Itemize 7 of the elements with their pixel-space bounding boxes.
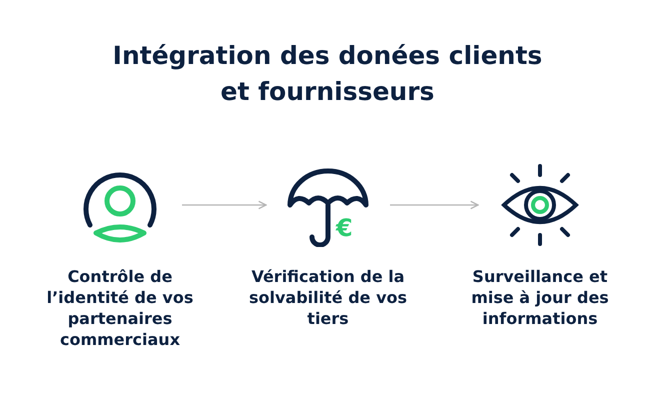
arrow (390, 200, 479, 210)
caption-text: Surveillance et mise à jour des informations (470, 266, 610, 329)
caption-text: Contrôle de l’identité de vos partenaires commerciaux (46, 266, 194, 350)
arrow (182, 200, 267, 210)
currency-sign: € (336, 215, 353, 241)
caption-text: Vérification de la solvabilité de vos tiers (248, 266, 408, 329)
title: Intégration des donées clients et fournisseurs (112, 40, 544, 108)
